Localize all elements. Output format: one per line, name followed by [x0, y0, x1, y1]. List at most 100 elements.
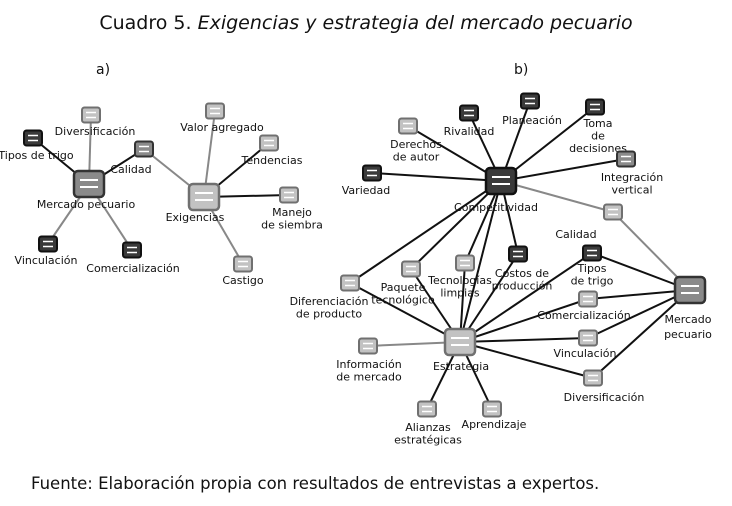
panel-label-a: a) [96, 62, 110, 78]
a-node-label-diversificacion: Diversificación [55, 125, 136, 138]
b-node-label-calidad: Calidad [555, 228, 596, 241]
b-node-label-variedad: Variedad [342, 184, 390, 197]
b-edge-estr-diferenciacion [349, 282, 461, 343]
a-node-label-exigencias: Exigencias [166, 211, 225, 224]
document-icon [585, 98, 605, 116]
b-edge-comp-variedad [371, 172, 502, 182]
document-icon [578, 329, 598, 347]
b-node-diversificacion: Diversificación [564, 369, 644, 404]
b-edge-tipos-merc [591, 252, 691, 291]
a-node-diversificacion: Diversificación [55, 106, 136, 138]
a-node-valor: Valor agregado [180, 102, 264, 134]
document-icon [616, 150, 636, 168]
document-icon [358, 337, 378, 355]
document-icon [459, 104, 479, 122]
b-node-label-comercializacion: Comercialización [537, 309, 630, 322]
document-icon [482, 400, 502, 418]
document-icon [398, 117, 418, 135]
document-icon [508, 245, 528, 263]
b-edge-estr-comercializacion [459, 298, 589, 343]
document-icon [673, 275, 707, 305]
b-edge-estr-costos [459, 253, 519, 343]
b-edge-comp-toma [500, 106, 596, 182]
document-icon [134, 140, 154, 158]
a-node-label-calidad: Calidad [110, 163, 151, 176]
a-edge-exigencias-valor [203, 110, 216, 198]
b-edge-vinculacion-merc [587, 289, 691, 339]
b-edge-comercializacion-merc [587, 289, 691, 300]
document-icon [484, 166, 518, 196]
b-node-label-estr: Estrategia [433, 360, 489, 373]
document-icon [362, 164, 382, 182]
b-edge-diversificacion-merc [592, 289, 691, 379]
document-icon [81, 106, 101, 124]
a-node-mercado: Mercado pecuario [37, 169, 136, 211]
document-icon [340, 274, 360, 292]
a-node-label-tendencias: Tendencias [241, 154, 303, 167]
document-icon [443, 327, 477, 357]
b-node-aprendizaje: Aprendizaje [462, 400, 527, 431]
document-icon [233, 255, 253, 273]
nodes-layer: Mercado pecuarioExigenciasDiversificació… [0, 92, 712, 447]
b-node-comercializacion: Comercialización [537, 290, 631, 322]
b-edge-comp-integracion [500, 158, 627, 182]
a-node-tipos: Tipos de trigo [0, 129, 74, 162]
a-node-label-tipos: Tipos de trigo [0, 149, 74, 162]
b-edge-comp-estr [459, 180, 502, 343]
b-node-comp: Competitividad [454, 166, 538, 214]
document-icon [259, 134, 279, 152]
a-node-castigo: Castigo [222, 255, 264, 287]
b-edge-estr-tipos [459, 252, 593, 343]
document-icon [122, 241, 142, 259]
document-icon [520, 92, 540, 110]
a-node-tendencias: Tendencias [241, 134, 303, 167]
figure-title: Cuadro 5. Exigencias y estrategia del me… [0, 12, 732, 34]
document-icon [72, 169, 106, 199]
document-icon [455, 254, 475, 272]
document-icon [583, 369, 603, 387]
network-diagram: a) b) Mercado pecuarioExigenciasDiversif… [0, 62, 712, 447]
a-node-calidad: Calidad [110, 140, 154, 176]
document-icon [582, 244, 602, 262]
document-icon [205, 102, 225, 120]
document-icon [401, 260, 421, 278]
b-node-label-vinculacion: Vinculación [554, 347, 617, 360]
document-icon [417, 400, 437, 418]
b-node-vinculacion: Vinculación [554, 329, 617, 360]
panel-label-b: b) [514, 62, 528, 78]
document-icon [187, 182, 221, 212]
b-node-calidad: Calidad [555, 203, 623, 241]
a-node-label-mercado: Mercado pecuario [37, 198, 136, 211]
document-icon [578, 290, 598, 308]
a-node-vinculacion: Vinculación [15, 235, 78, 267]
b-edge-comp-diferenciacion [349, 180, 502, 284]
document-icon [38, 235, 58, 253]
a-node-label-vinculacion: Vinculación [15, 254, 78, 267]
a-node-comercializacion: Comercialización [86, 241, 180, 275]
b-edge-comp-paquete [410, 180, 502, 270]
b-node-planeacion: Planeación [502, 92, 562, 127]
title-number: Cuadro 5. [99, 12, 192, 34]
b-edge-comp-calidad [500, 180, 614, 213]
b-node-estr: Estrategia [433, 327, 489, 373]
